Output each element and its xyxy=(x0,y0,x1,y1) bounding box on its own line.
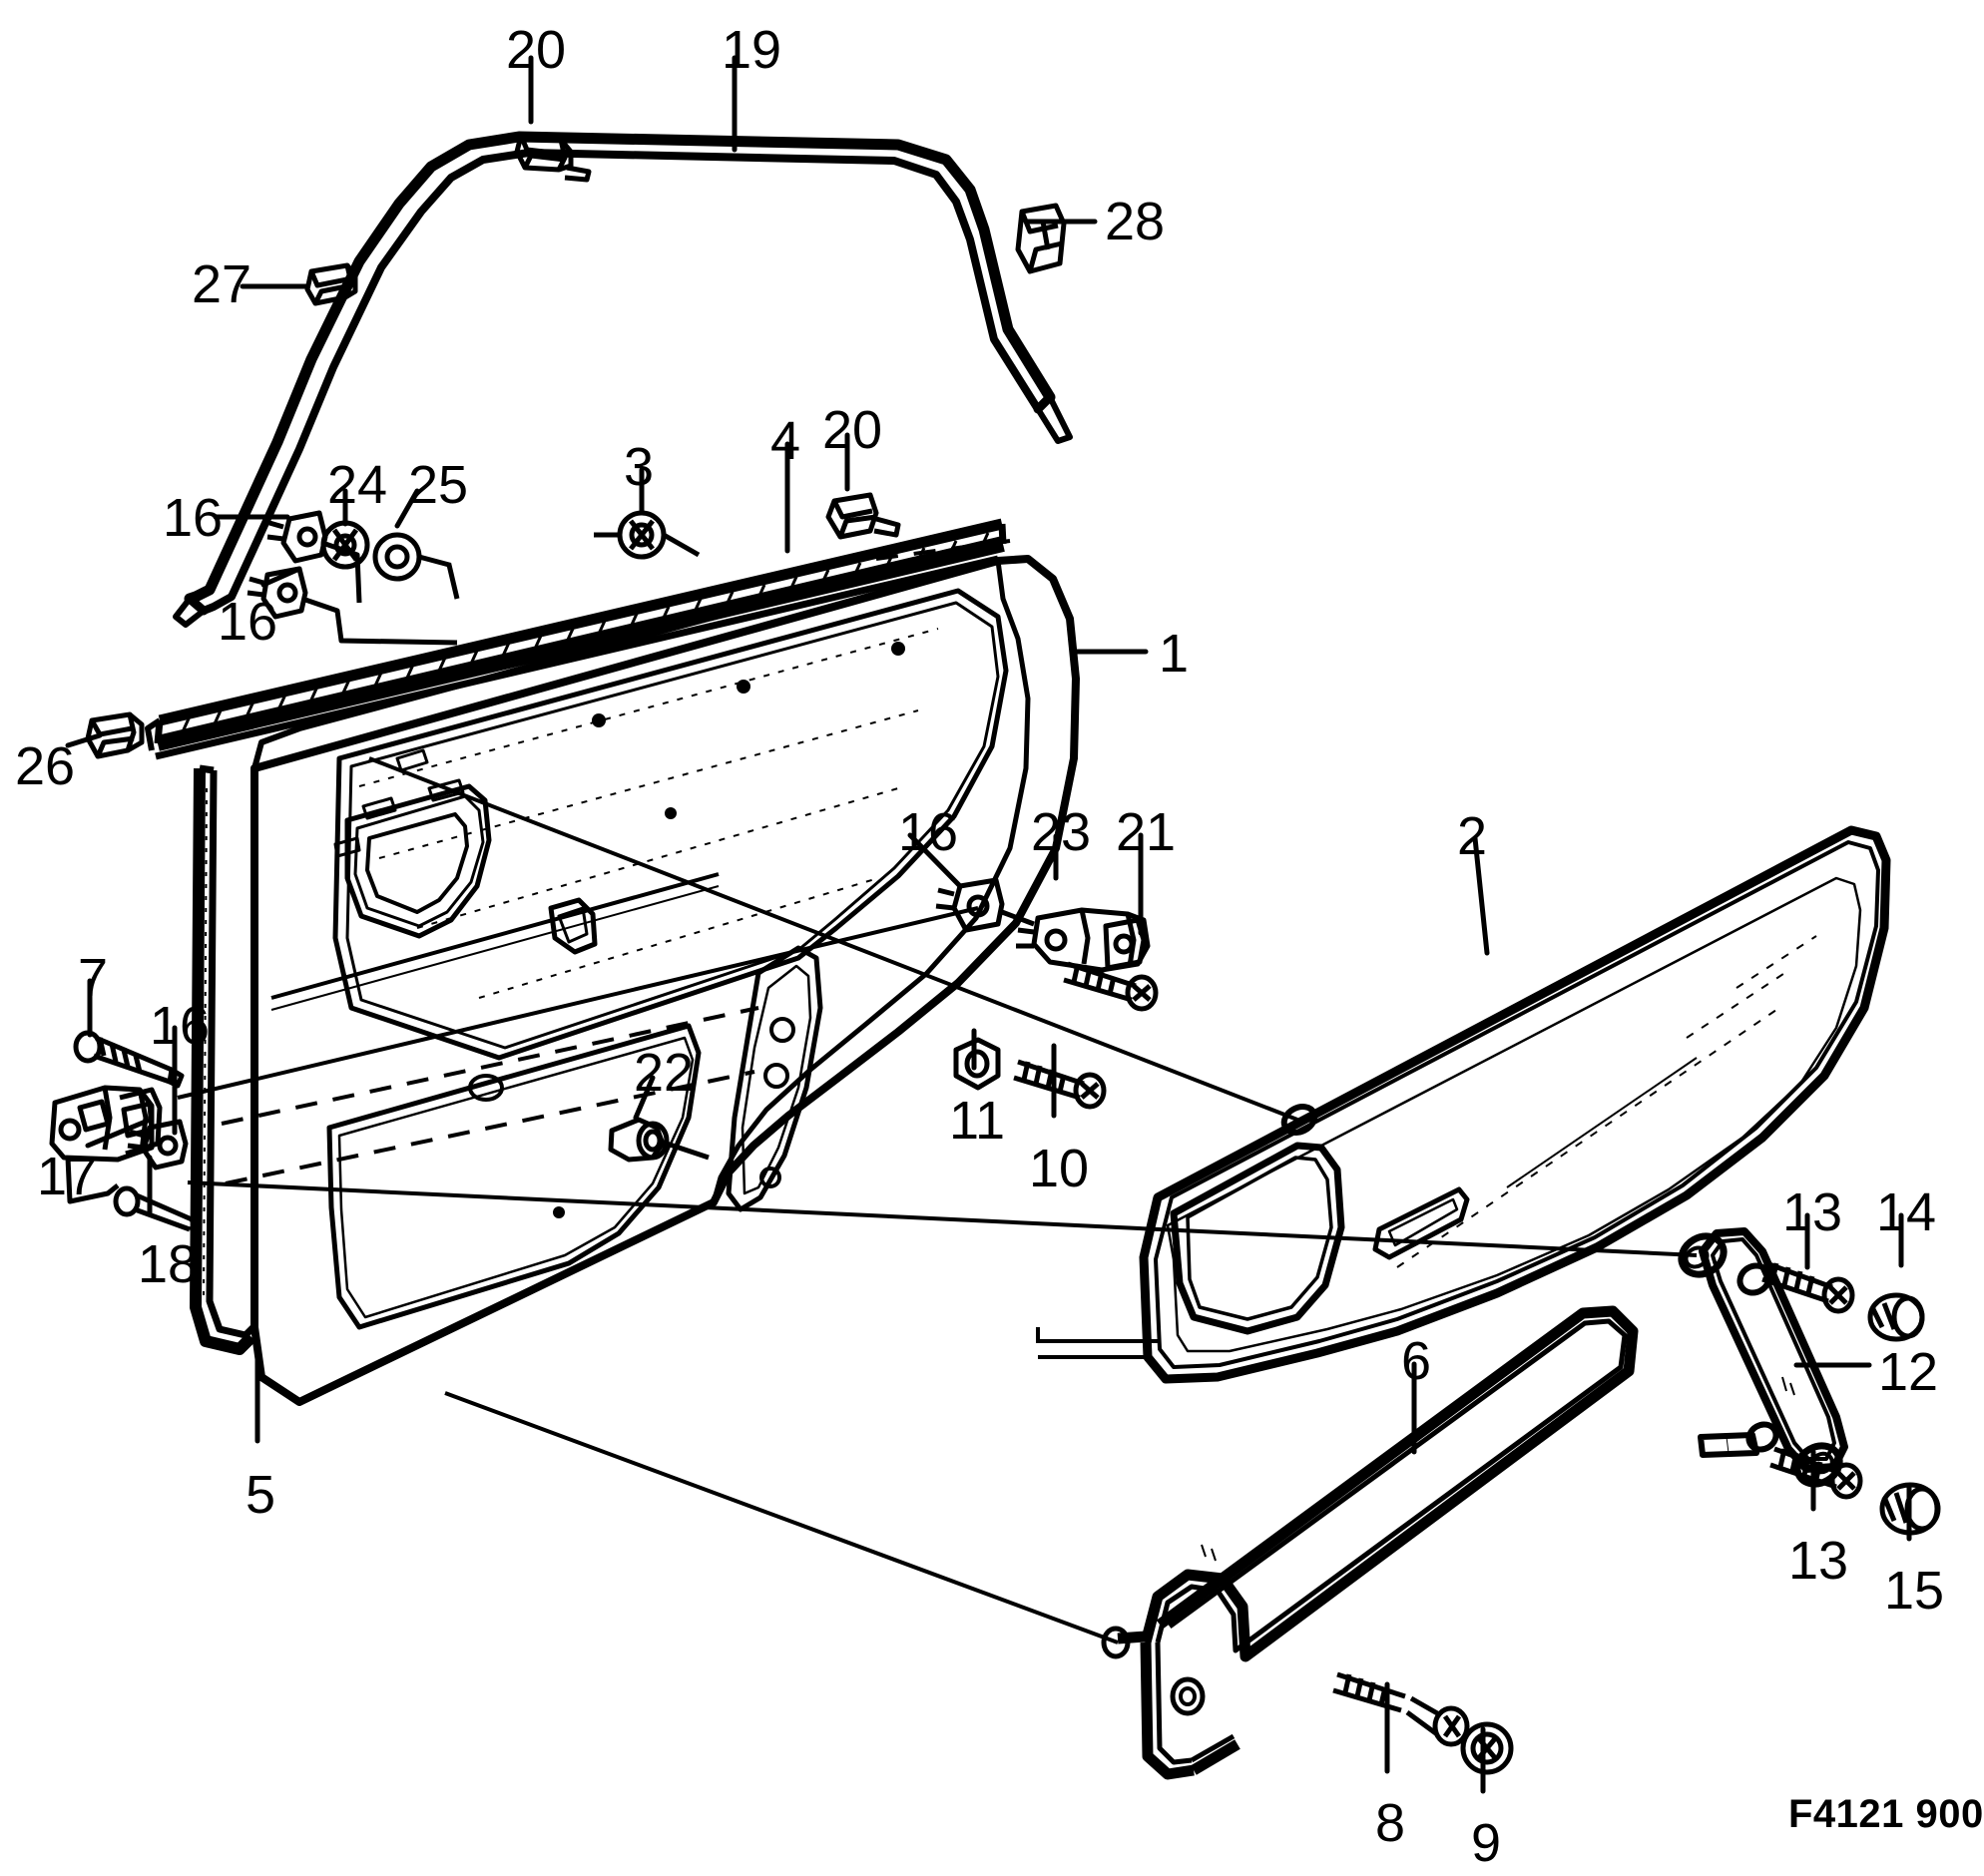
part-5-door-weatherstrip xyxy=(190,764,258,1355)
part-9-cap xyxy=(1460,1721,1514,1775)
part-16-screw-center xyxy=(935,877,1035,933)
assembly-reference-lines xyxy=(177,756,1698,1644)
callout-number-20: 20 xyxy=(506,20,567,80)
part-1-door-panel xyxy=(250,538,1080,1406)
callout-number-27: 27 xyxy=(192,254,252,314)
callout-number-16: 16 xyxy=(150,996,211,1056)
callout-number-13: 13 xyxy=(1782,1182,1843,1242)
part-16-screw-upper-a xyxy=(266,510,362,604)
callout-number-5: 5 xyxy=(246,1465,276,1525)
callout-number-19: 19 xyxy=(722,20,782,80)
callout-number-10: 10 xyxy=(1029,1139,1090,1198)
callout-number-6: 6 xyxy=(1401,1331,1432,1391)
part-14-cap xyxy=(1867,1292,1925,1342)
part-10-screw xyxy=(1013,1059,1107,1110)
callout-number-17: 17 xyxy=(37,1147,98,1206)
callout-leader-16 xyxy=(907,832,963,889)
drawing-id-label: F4121 9000 xyxy=(1788,1792,1984,1836)
part-21-screw xyxy=(1063,961,1159,1012)
callout-leader-lines xyxy=(65,55,1912,1794)
part-13-screw-lower xyxy=(1769,1446,1863,1500)
callout-number-15: 15 xyxy=(1884,1561,1945,1621)
callout-number-18: 18 xyxy=(138,1234,199,1294)
part-8-screw xyxy=(1332,1671,1470,1747)
callout-number-28: 28 xyxy=(1105,192,1166,251)
callout-number-20: 20 xyxy=(822,400,883,460)
part-27-frame-clip xyxy=(304,262,358,306)
part-28-frame-clip-right xyxy=(1015,203,1067,274)
part-3-washer xyxy=(594,510,701,560)
part-12-grab-handle xyxy=(1678,1227,1848,1488)
callout-number-24: 24 xyxy=(327,455,388,515)
part-19-window-frame-moulding xyxy=(173,131,1073,628)
part-16-screw-lower xyxy=(127,1119,189,1171)
callout-number-8: 8 xyxy=(1375,1793,1406,1853)
part-20-frame-clip-top xyxy=(514,133,592,183)
callout-number-3: 3 xyxy=(624,437,655,497)
callout-number-23: 23 xyxy=(1031,802,1092,862)
callout-number-21: 21 xyxy=(1116,802,1177,862)
callout-leader-25 xyxy=(394,488,420,529)
callout-number-26: 26 xyxy=(15,736,76,796)
callout-number-9: 9 xyxy=(1471,1813,1502,1873)
callout-number-22: 22 xyxy=(634,1043,695,1103)
part-25-washer xyxy=(372,532,460,600)
callout-leader-26 xyxy=(65,732,103,748)
callout-number-11: 11 xyxy=(949,1091,1006,1151)
callout-leader-22 xyxy=(633,1075,656,1121)
part-23-latch-striker xyxy=(1016,907,1151,973)
callout-number-1: 1 xyxy=(1159,624,1190,684)
callout-leader-16 xyxy=(260,566,302,588)
callout-number-4: 4 xyxy=(770,411,801,471)
callout-number-12: 12 xyxy=(1878,1342,1939,1402)
callout-leader-2 xyxy=(1472,835,1490,956)
callout-number-14: 14 xyxy=(1876,1182,1937,1242)
part-20-frame-clip-lower xyxy=(825,492,901,540)
callout-leader-17 xyxy=(85,1118,151,1149)
part-6-lower-trim-strip xyxy=(1101,1305,1639,1780)
callout-number-16: 16 xyxy=(218,592,278,652)
part-13-screw-upper xyxy=(1761,1260,1855,1314)
callout-number-16: 16 xyxy=(163,488,224,548)
callout-number-7: 7 xyxy=(78,948,109,1008)
callout-number-2: 2 xyxy=(1457,806,1488,866)
part-18-pin xyxy=(113,1185,199,1232)
callout-number-13: 13 xyxy=(1788,1531,1849,1591)
callout-number-16: 16 xyxy=(898,802,959,862)
part-2-inner-trim-panel xyxy=(1139,825,1891,1384)
part-11-nut xyxy=(953,1037,1001,1091)
callout-number-25: 25 xyxy=(408,455,469,515)
assembly-hidden-lines xyxy=(221,539,1011,1185)
part-22-fastener xyxy=(608,1117,710,1163)
